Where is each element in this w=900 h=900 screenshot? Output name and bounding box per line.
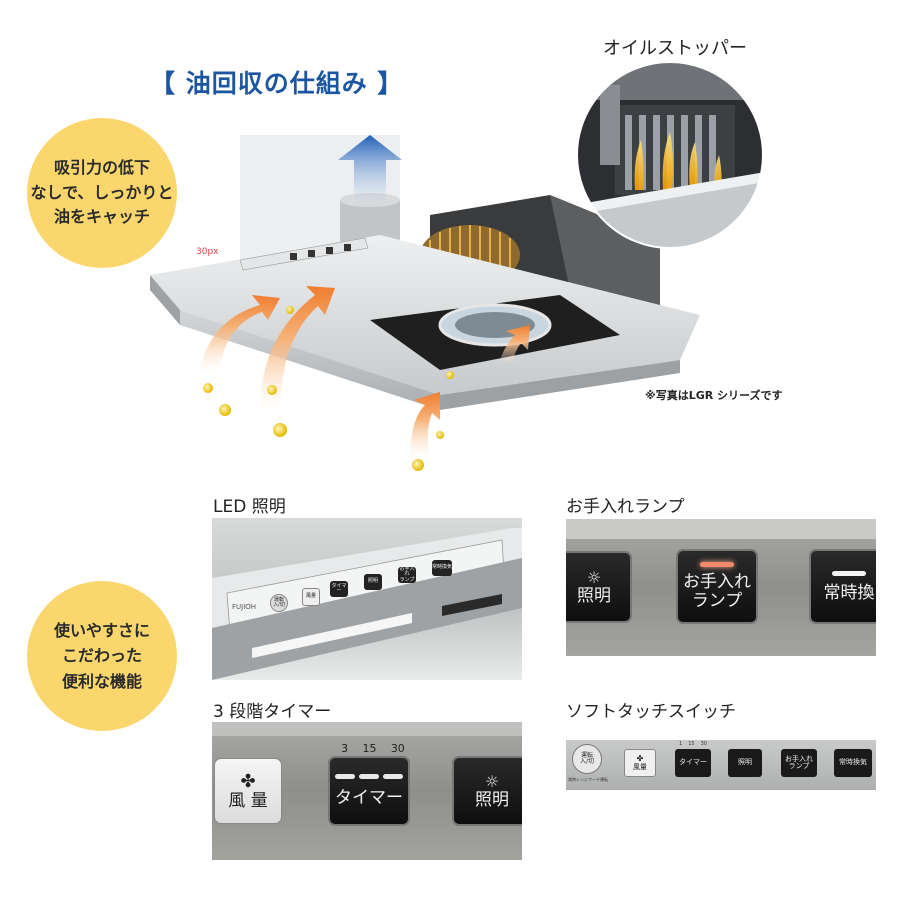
care-lamp-button[interactable]: お手入れ ランプ bbox=[676, 549, 758, 624]
timer-label: タイマー bbox=[335, 788, 403, 809]
light-icon: ☼ bbox=[484, 772, 500, 792]
timer-steps: 1 15 30 bbox=[676, 741, 710, 747]
oil-stopper-closeup bbox=[576, 61, 764, 249]
fan-button[interactable]: ✤ 風量 bbox=[624, 749, 656, 777]
power-label-1: 運転 bbox=[580, 751, 593, 759]
fan-button[interactable]: ✤ 風 量 bbox=[214, 758, 282, 824]
caption-led-light: LED 照明 bbox=[213, 497, 286, 517]
timer-indicators bbox=[335, 774, 403, 780]
timer-step: 3 bbox=[341, 742, 349, 755]
light-label: 照明 bbox=[577, 586, 611, 607]
care-label-2: ランプ bbox=[691, 591, 743, 611]
fan-icon: ✤ bbox=[636, 754, 644, 764]
timer-step: 30 bbox=[390, 742, 405, 755]
fan-button[interactable]: 風量 bbox=[302, 588, 320, 606]
light-button[interactable]: ☼ 照明 bbox=[566, 551, 632, 623]
timer-button[interactable]: タイマー bbox=[330, 581, 348, 597]
caption-care-lamp: お手入れランプ bbox=[566, 497, 685, 517]
feature-badge-usability: 使いやすさに こだわった 便利な機能 bbox=[27, 581, 177, 731]
timer-button[interactable]: タイマー bbox=[328, 756, 410, 826]
light-button[interactable]: 照明 bbox=[364, 574, 382, 590]
brand-logo: FUJIOH bbox=[232, 603, 257, 611]
panel-top-edge bbox=[212, 722, 522, 736]
photo-led-light: FUJIOH 運転入/切 風量 タイマー 照明 お手入れランプ 常時換気 bbox=[212, 518, 522, 680]
fan-label: 風 量 bbox=[228, 791, 268, 812]
constant-label: 常時換 bbox=[823, 582, 875, 603]
timer-step: 1 bbox=[679, 741, 683, 747]
timer-indicator bbox=[383, 774, 403, 780]
timer-step: 15 bbox=[362, 742, 377, 755]
constant-vent-button[interactable]: 常時換気 bbox=[432, 560, 452, 576]
fan-label: 風量 bbox=[633, 762, 647, 771]
fan-icon: ✤ bbox=[240, 771, 256, 793]
timer-button[interactable]: タイマー bbox=[675, 749, 711, 777]
constant-vent-button[interactable]: 常時換気 bbox=[834, 749, 872, 777]
panel-top-edge bbox=[566, 519, 876, 539]
photo-timer: ✤ 風 量 3 15 30 タイマー ☼ 照明 bbox=[212, 722, 522, 860]
care-lamp-button[interactable]: お手入れランプ bbox=[398, 566, 416, 583]
section-title: 【 油回収の仕組み 】 bbox=[150, 69, 404, 98]
care-lamp-indicator bbox=[700, 562, 734, 568]
dimension-label: 30px bbox=[196, 247, 219, 257]
photo-note: ※写真はLGR シリーズです bbox=[645, 389, 783, 402]
photo-soft-touch-switch: 運転 入/切 常時レンジフード運転 ✤ 風量 1 15 30 タイマー 照明 お… bbox=[566, 740, 876, 790]
hood-panel-perspective bbox=[212, 528, 522, 680]
range-hood-illustration bbox=[150, 135, 700, 471]
feature-line: 吸引力の低下 bbox=[53, 157, 150, 177]
light-button[interactable]: ☼ 照明 bbox=[452, 756, 522, 826]
care-label-1: お手入れ bbox=[785, 754, 813, 763]
feature-line: 便利な機能 bbox=[61, 671, 142, 691]
photo-care-lamp: ☼ 照明 お手入れ ランプ 常時換 bbox=[566, 519, 876, 656]
feature-line: なしで、しっかりと bbox=[30, 182, 174, 202]
power-sub-label: 常時レンジフード運転 bbox=[568, 777, 608, 782]
timer-step: 30 bbox=[700, 741, 707, 747]
power-label-2: 入/切 bbox=[579, 758, 595, 765]
timer-indicator bbox=[359, 774, 379, 780]
feature-line: 油をキャッチ bbox=[53, 207, 150, 227]
feature-line: 使いやすさに bbox=[53, 620, 150, 640]
light-label: 照明 bbox=[475, 790, 509, 811]
timer-steps: 3 15 30 bbox=[334, 742, 412, 755]
care-label-2: ランプ bbox=[788, 762, 810, 770]
feature-line: こだわった bbox=[61, 646, 142, 666]
timer-indicator bbox=[335, 774, 355, 780]
power-button[interactable]: 運転 入/切 bbox=[572, 744, 602, 774]
light-button[interactable]: 照明 bbox=[728, 749, 762, 777]
power-button[interactable]: 運転入/切 bbox=[270, 594, 288, 612]
constant-vent-button[interactable]: 常時換 bbox=[809, 549, 876, 624]
care-lamp-button[interactable]: お手入れ ランプ bbox=[781, 749, 817, 777]
feature-badge-suction: 吸引力の低下 なしで、しっかりと 油をキャッチ bbox=[27, 118, 177, 268]
constant-vent-indicator bbox=[832, 570, 866, 576]
light-icon: ☼ bbox=[586, 568, 602, 588]
timer-step: 15 bbox=[688, 741, 695, 747]
caption-soft-touch: ソフトタッチスイッチ bbox=[566, 702, 736, 722]
caption-timer: 3 段階タイマー bbox=[213, 702, 332, 722]
oil-stopper-label: オイルストッパー bbox=[603, 38, 747, 59]
care-label-1: お手入れ bbox=[683, 572, 751, 593]
